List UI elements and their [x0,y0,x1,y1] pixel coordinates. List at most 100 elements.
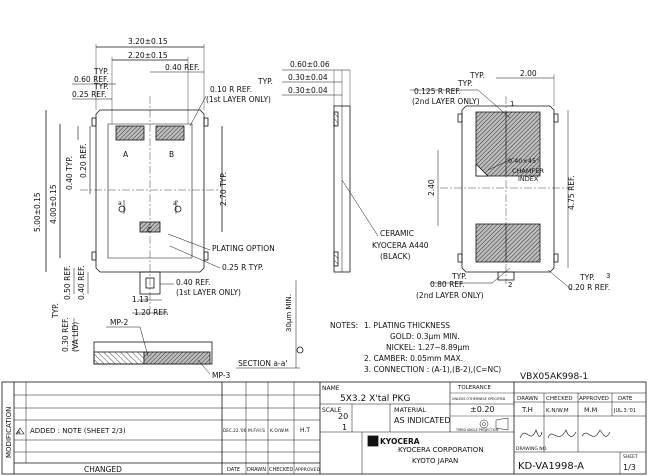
bottom-pad-2 [475,223,541,263]
dim-inner-height: 4.00±0.15 [49,184,58,224]
dim-overall-width: 3.20±0.15 [128,37,168,46]
top-view-labels: 3.20±0.15 2.20±0.15 0.40 REF. TYP. 0.60 … [33,37,275,352]
name-value: 5X3.2 X'tal PKG [340,394,410,404]
company-city: KYOTO JAPAN [412,457,458,465]
dim-typ-2: TYP. [93,82,109,91]
dim-040l-ref: 0.40 REF. [77,265,86,300]
kyocera-logo-text: KYOCERA [380,437,420,446]
title-block [1,381,647,475]
bottom-typ-3: TYP. [451,272,467,281]
bottom-pad-1 [475,111,541,177]
dim-050-ref: 0.50 REF. [63,265,72,300]
section-label: SECTION a-a' [238,359,287,368]
top-view-outline [95,109,205,273]
second-layer-note: (2nd LAYER ONLY) [412,97,480,106]
index-label: INDEX [518,175,539,183]
dim-060-006: 0.60±0.06 [290,60,330,69]
change-row-text: ADDED : NOTE (SHEET 2/3) [30,427,126,435]
rev-mark: A [17,430,21,436]
dim-200: 2.00 [520,69,537,78]
checked-label: CHECKED [546,396,573,402]
black-label: (BLACK) [380,252,411,261]
change-approved: H.T [300,427,310,434]
changed-label: CHANGED [84,465,122,474]
notes-block: NOTES: 1. PLATING THICKNESS GOLD: 0.3μm … [330,321,501,374]
side-view [282,69,379,273]
dim-inner-width: 2.20±0.15 [128,51,168,60]
via-label-a-prime: a' [173,200,179,207]
dim-475-ref: 4.75 REF. [567,175,576,210]
bottom-typ-1: TYP. [469,71,485,80]
note-line-2: GOLD: 0.3μm MIN. [390,332,460,341]
plating-option-label: PLATING OPTION [212,244,275,253]
tolerance-label: TOLERANCE [457,385,492,391]
change-checked: K.O/W.M [270,428,289,434]
pin-1-label: 1 [510,100,514,108]
pad-c-label: C [147,226,152,234]
bottom-view [410,74,573,291]
dim-030-ref: 0.30 REF. [61,317,70,352]
side-view-labels: 0.60±0.06 0.30±0.04 0.30±0.04 CERAMIC KY… [288,60,429,261]
dim-typ-1: TYP. [93,67,109,76]
notes-title: NOTES: [330,321,358,330]
approved-by: M.M [584,406,597,414]
via-label-a: a [118,200,122,207]
tolerance-value: ±0.20 [470,405,495,414]
material-label: MATERIAL [394,406,427,414]
bottom-view-labels: TYP. 2.00 TYP. 0.125 R REF. (2nd LAYER O… [412,69,610,300]
pad-b [155,125,185,141]
first-layer-note-b: (1st LAYER ONLY) [176,288,241,297]
mp2-label: MP-2 [110,318,129,327]
dim-080-ref: 0.80 REF. [430,280,465,289]
kyocera-material-label: KYOCERA A440 [372,241,429,250]
doc-number-top: VBX05AK998-1 [520,372,588,382]
scale-label: SCALE [322,407,341,414]
modification-label: MODIFICATION [5,407,13,458]
first-layer-note: (1st LAYER ONLY) [206,95,271,104]
second-layer-note-b: (2nd LAYER ONLY) [416,291,484,300]
date-label: DATE [618,396,633,402]
section-detail-labels: MP-2 MP-3 SECTION a-a' 30μm MIN. [110,294,293,380]
dim-0125r: 0.125 R REF. [414,87,461,96]
ceramic-label: CERAMIC [380,229,414,238]
top-view [45,44,223,350]
dim-025-ref: 0.25 REF. [72,90,107,99]
scale-den: 1 [342,423,347,432]
tolerance-sub: UNLESS OTHERWISE SPECIFIED [452,397,506,401]
title-block-labels: MODIFICATION A ADDED : NOTE (SHEET 2/3) … [5,372,638,474]
pin-2-label: 2 [508,281,512,289]
mp3-label: MP-3 [212,371,231,380]
col-approved-label: APPROVED [295,467,320,473]
dim-020-ref: 0.20 REF. [79,143,88,178]
dim-025r-typ: 0.25 R TYP. [222,263,264,272]
dim-typ-3: TYP. [257,77,273,86]
dim-030-004-b: 0.30±0.04 [288,86,328,95]
chamfer-label: CHAMFER [512,167,544,175]
pin-3-label: 3 [606,272,610,280]
col-drawn-label: DRAWN [247,467,266,473]
col-date-label: DATE [227,467,240,473]
note-line-4: 2. CAMBER: 0.05mm MAX. [364,354,463,363]
drawn-by: T.H [521,406,533,414]
name-label: NAME [322,385,340,392]
min-30um-label: 30μm MIN. [285,294,293,332]
approved-label: APPROVED [579,396,609,402]
scale-num: 20 [338,412,348,421]
sheet-value: 1/3 [623,463,636,472]
drawing-no-label: DRAWING NO. [516,446,547,452]
note-line-1: 1. PLATING THICKNESS [364,321,450,330]
bottom-view-outline [461,105,555,273]
third-angle-label: THIRD ANGLE PROJECTION [455,428,499,432]
sheet-label: SHEET [623,454,638,460]
bottom-typ-2: TYP. [457,79,473,88]
material-value: AS INDICATED [394,416,451,425]
change-drawn: M.F/H.S [248,428,265,434]
dim-113: 1.13 [132,295,149,304]
dim-040-typ: 0.40 TYP. [65,156,74,190]
dim-overall-height: 5.00±0.15 [33,192,42,232]
pad-a [115,125,145,141]
drawn-label: DRAWN [517,396,538,402]
dim-typ-left: TYP. [51,303,60,319]
